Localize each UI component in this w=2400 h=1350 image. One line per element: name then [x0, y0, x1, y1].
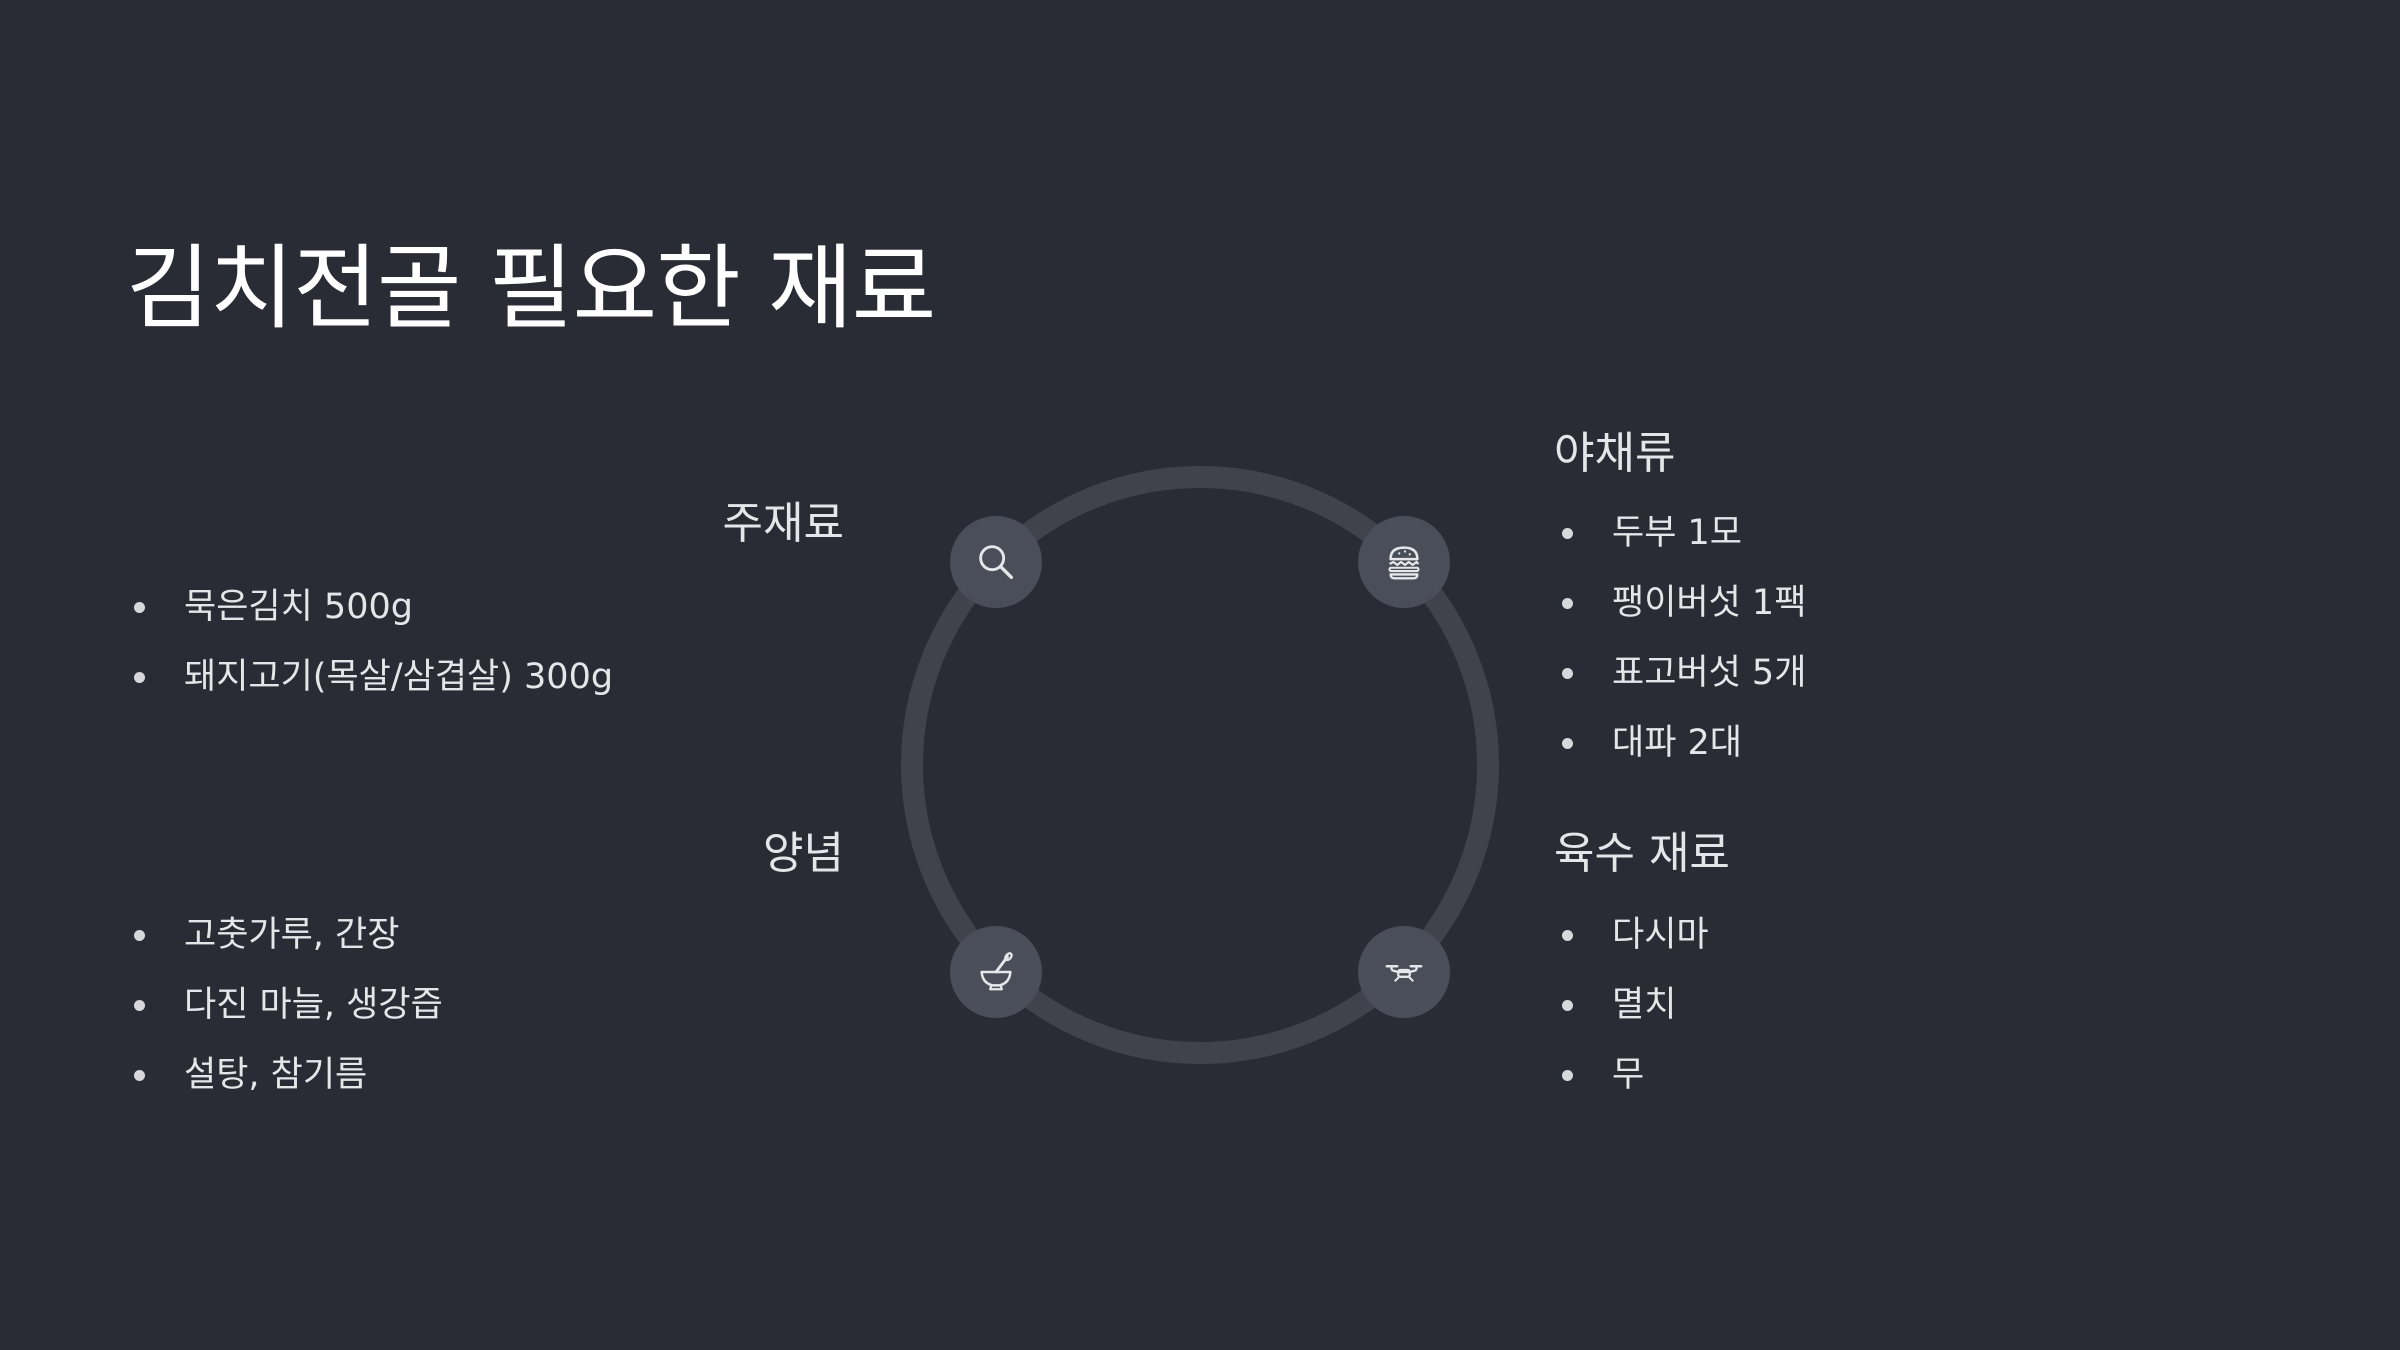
broth-list: 다시마 멸치 무 [1556, 900, 1709, 1110]
mortar-bowl-icon-node [950, 926, 1042, 1018]
list-item: 묵은김치 500g [128, 572, 613, 642]
list-item: 대파 2대 [1556, 708, 1806, 778]
burger-icon [1388, 546, 1420, 580]
main-ingredients-list: 묵은김치 500g 돼지고기(목살/삼겹살) 300g [128, 572, 613, 712]
ring-circle [901, 466, 1499, 1064]
list-item: 고춧가루, 간장 [128, 900, 443, 970]
list-item: 두부 1모 [1556, 498, 1806, 568]
list-item: 다시마 [1556, 900, 1709, 970]
slide-title: 김치전골 필요한 재료 [126, 235, 936, 342]
list-item: 다진 마늘, 생강즙 [128, 970, 443, 1040]
search-icon-node [950, 516, 1042, 608]
mortar-bowl-icon [980, 952, 1013, 991]
seasoning-heading: 양념 [763, 828, 844, 879]
list-item: 돼지고기(목살/삼겹살) 300g [128, 642, 613, 712]
seasoning-list: 고춧가루, 간장 다진 마늘, 생강즙 설탕, 참기름 [128, 900, 443, 1110]
drone-icon [1385, 965, 1423, 982]
list-item: 팽이버섯 1팩 [1556, 568, 1806, 638]
vegetables-heading: 야채류 [1554, 428, 1676, 479]
list-item: 표고버섯 5개 [1556, 638, 1806, 708]
main-ingredients-heading: 주재료 [722, 498, 844, 549]
drone-icon-node [1358, 926, 1450, 1018]
burger-icon-node [1358, 516, 1450, 608]
list-item: 멸치 [1556, 970, 1709, 1040]
broth-heading: 육수 재료 [1554, 828, 1730, 879]
list-item: 무 [1556, 1040, 1709, 1110]
search-icon [979, 545, 1014, 580]
vegetables-list: 두부 1모 팽이버섯 1팩 표고버섯 5개 대파 2대 [1556, 498, 1806, 778]
list-item: 설탕, 참기름 [128, 1040, 443, 1110]
ingredient-ring [901, 466, 1499, 1064]
